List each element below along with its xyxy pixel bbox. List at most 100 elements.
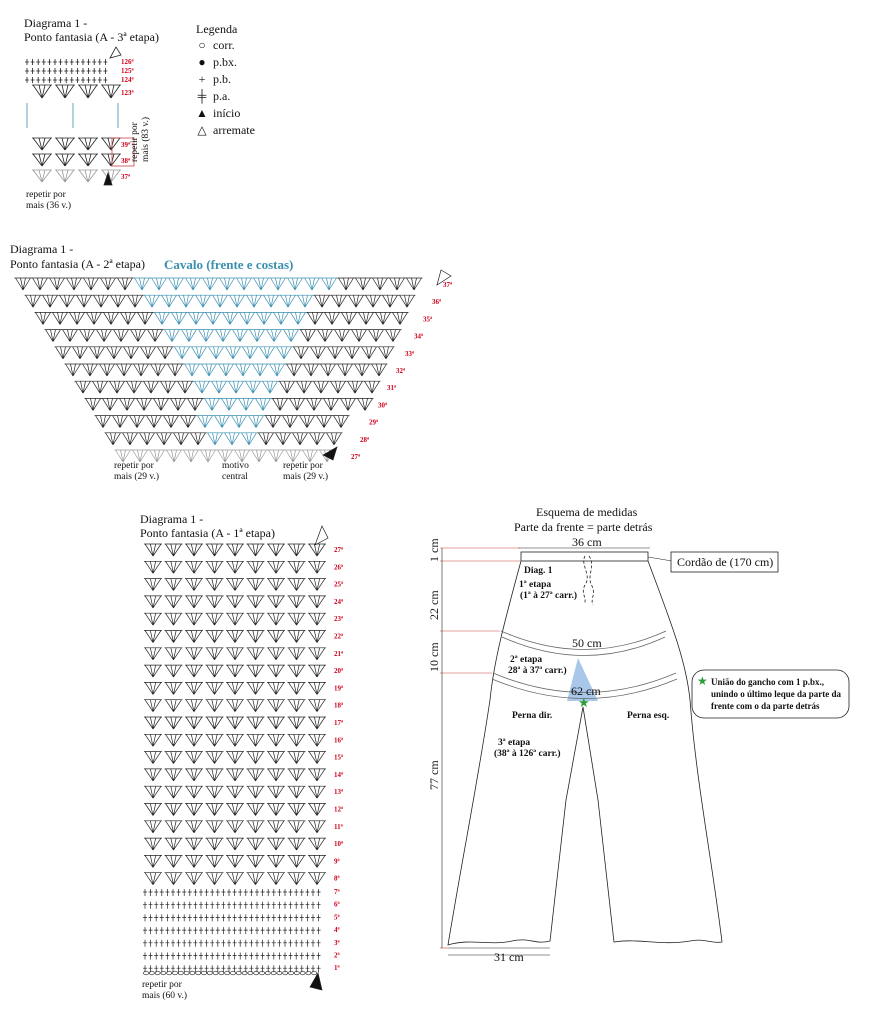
- stitch-fan: [246, 837, 265, 851]
- treble-stitch: [215, 901, 220, 909]
- diagram3-repeat-side: repetir por mais (83 v.): [130, 116, 151, 162]
- stitch-fan: [251, 363, 269, 377]
- treble-stitch: [305, 901, 310, 909]
- plus-stitch: [36, 77, 41, 83]
- stitch-fan: [55, 137, 75, 151]
- stitch-fan: [185, 751, 203, 764]
- stitch-fan: [267, 630, 285, 643]
- treble-stitch: [221, 952, 226, 960]
- treble-stitch: [159, 901, 164, 909]
- stitch-fan: [144, 785, 162, 799]
- start-arrow-icon: ▲: [196, 106, 208, 120]
- treble-stitch: [204, 927, 209, 935]
- stitch-fan: [129, 329, 147, 342]
- legend-item: ╪p.a.: [196, 89, 231, 104]
- treble-stitch: [210, 965, 215, 973]
- plus-stitch: [64, 59, 69, 65]
- treble-stitch: [154, 889, 159, 896]
- stitch-fan: [54, 346, 72, 359]
- treble-stitch: [316, 952, 321, 960]
- stitch-fan: [322, 398, 340, 411]
- stitch-fan: [267, 449, 285, 463]
- treble-stitch: [165, 965, 170, 973]
- chain-stitch: [305, 970, 312, 976]
- stitch-fan: [316, 329, 334, 342]
- stitch-fan: [163, 329, 181, 342]
- treble-stitch: [143, 901, 147, 909]
- stitch-fan: [204, 312, 222, 325]
- stitch-fan: [185, 803, 203, 816]
- legend-item-label: p.bx.: [213, 55, 237, 69]
- treble-stitch: [193, 889, 198, 896]
- legend-item-label: corr.: [213, 38, 235, 52]
- treble-stitch: [182, 901, 187, 909]
- stitch-fan: [264, 415, 282, 428]
- chain-stitch: [183, 970, 190, 976]
- chain-stitch: [264, 970, 271, 976]
- stitch-fan: [296, 294, 314, 308]
- diagram1-repeat-1: repetir por: [142, 980, 182, 990]
- treble-stitch: [283, 901, 287, 909]
- row-number: 37ª: [443, 281, 453, 289]
- treble-stitch: [154, 901, 159, 909]
- stitch-fan: [287, 630, 306, 643]
- stitch-fan: [220, 398, 238, 411]
- treble-stitch: [255, 939, 259, 947]
- plus-stitch: [36, 68, 41, 74]
- treble-stitch: [227, 965, 231, 973]
- stitch-fan: [237, 398, 255, 411]
- plus-stitch: [81, 77, 85, 83]
- stitch-fan: [285, 363, 303, 377]
- treble-stitch: [210, 927, 215, 935]
- treble-stitch: [154, 965, 159, 973]
- row-number: 20ª: [334, 667, 344, 675]
- treble-stitch: [294, 927, 299, 935]
- stitch-fan: [101, 84, 121, 99]
- treble-stitch: [171, 965, 175, 973]
- treble-stitch: [204, 965, 209, 973]
- stitch-fan: [265, 329, 283, 342]
- height-1: 1 cm: [427, 538, 441, 562]
- stitch-fan: [78, 329, 96, 342]
- stitch-fan: [267, 682, 285, 695]
- treble-stitch: [193, 901, 198, 909]
- treble-stitch: [165, 889, 170, 896]
- chain-stitch: [154, 970, 161, 976]
- plus-stitch: [69, 77, 74, 83]
- treble-stitch: [277, 889, 282, 896]
- stitch-fan: [226, 630, 244, 643]
- stitch-fan: [65, 277, 83, 291]
- stitch-fan: [185, 716, 203, 730]
- stitch-fan: [246, 716, 265, 730]
- treble-stitch: [299, 927, 304, 935]
- stitch-fan: [287, 578, 306, 591]
- row-number: 12ª: [334, 806, 344, 814]
- stitch-fan: [226, 837, 244, 851]
- stitch-fan: [164, 872, 183, 885]
- plus-stitch: [36, 59, 41, 65]
- stitch-fan: [246, 699, 265, 712]
- stitch-fan: [267, 612, 285, 626]
- treble-stitch: [243, 901, 248, 909]
- stitch-fan: [226, 560, 244, 574]
- stitch-fan: [185, 578, 203, 591]
- diagram2-motif-1: motivo: [222, 461, 249, 471]
- stitch-fan: [75, 294, 93, 308]
- treble-stitch: [271, 927, 276, 935]
- stitch-fan: [164, 543, 183, 557]
- treble-stitch: [143, 952, 147, 960]
- plus-stitch: [64, 68, 69, 74]
- stitch-fan: [252, 277, 270, 291]
- stitch-fan: [32, 153, 52, 167]
- stitch-fan: [164, 578, 183, 591]
- treble-stitch: [255, 952, 259, 960]
- stitch-fan: [144, 733, 162, 747]
- treble-stitch: [210, 901, 215, 909]
- chain-stitch: [212, 970, 219, 976]
- treble-stitch: [182, 927, 187, 935]
- plus-stitch: [53, 68, 57, 74]
- stitch-fan: [99, 277, 117, 291]
- stitch-fan: [101, 137, 121, 151]
- stitch-fan: [164, 664, 183, 678]
- height-3: 10 cm: [427, 642, 441, 672]
